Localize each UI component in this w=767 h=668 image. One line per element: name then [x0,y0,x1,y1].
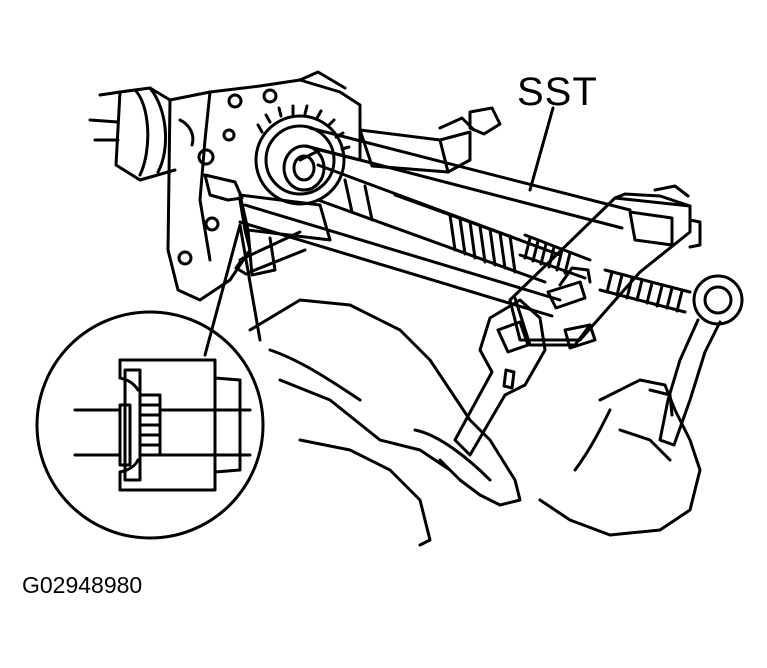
puller-tool-icon [234,106,702,350]
sst-leader-line [528,106,555,192]
handle-icon [658,274,744,447]
figure-id: G02948980 [22,572,143,598]
magnifier-callout-icon [35,223,265,540]
wrench-icon [453,298,547,457]
sst-callout-label: SST [517,70,598,114]
transmission-case [88,70,362,302]
hand-icon [248,298,702,547]
output-shaft [316,163,562,284]
